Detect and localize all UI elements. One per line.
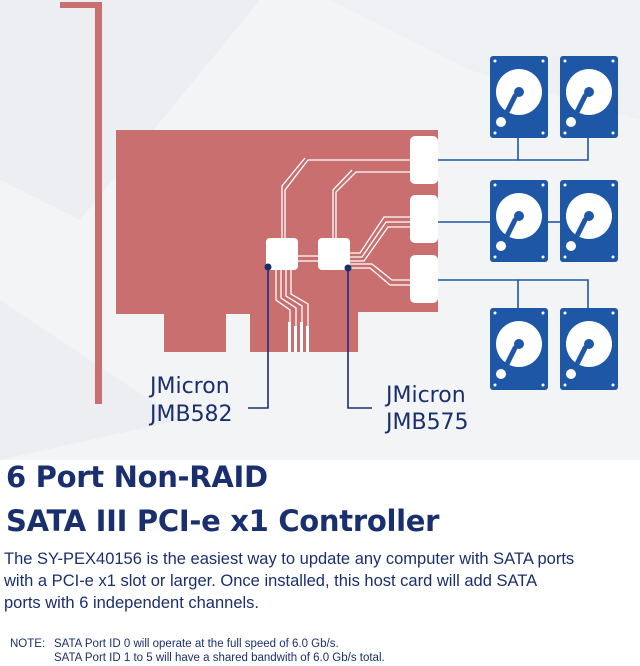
hard-drive-icon <box>490 180 548 262</box>
description-line: The SY-PEX40156 is the easiest way to up… <box>4 550 575 568</box>
hard-drive-icon <box>560 56 618 138</box>
title-line2: SATA III PCI-e x1 Controller <box>6 504 440 538</box>
drive-connectors <box>438 138 589 308</box>
description: The SY-PEX40156 is the easiest way to up… <box>4 548 640 614</box>
background-facet <box>0 300 180 460</box>
note-row: NOTE: SATA Port ID 0 will operate at the … <box>10 637 385 651</box>
hard-drive-icon <box>560 180 618 262</box>
chip1-label-line2: JMB582 <box>150 402 233 427</box>
chip-jmb582 <box>266 238 298 270</box>
chip2-label-line1: JMicron <box>386 383 466 408</box>
callout-dot <box>264 263 272 271</box>
background-facet <box>0 0 260 220</box>
gold-fingers <box>288 322 309 352</box>
chip1-label-line1: JMicron <box>150 374 230 399</box>
pci-bracket <box>60 2 102 404</box>
note-line: SATA Port ID 0 will operate at the full … <box>54 638 339 650</box>
description-line: with a PCI-e x1 slot or larger. Once ins… <box>4 572 538 590</box>
hard-drive-icon <box>560 308 618 390</box>
pcb-traces <box>275 157 412 350</box>
note-tag: NOTE: <box>10 638 46 650</box>
sata-port-icon <box>410 195 438 243</box>
hard-drive-icon <box>490 56 548 138</box>
chip-jmb575 <box>318 238 350 270</box>
hard-drive-icon <box>490 308 548 390</box>
card-diagram <box>0 0 640 460</box>
description-line: ports with 6 independent channels. <box>4 594 260 612</box>
note: NOTE: SATA Port ID 0 will operate at the … <box>10 637 385 665</box>
note-line: SATA Port ID 1 to 5 will have a shared b… <box>54 652 385 664</box>
sata-port-icon <box>410 136 438 184</box>
title-line1: 6 Port Non-RAID <box>6 460 268 494</box>
sata-ports <box>410 136 438 303</box>
callout-lines <box>248 267 372 409</box>
sata-port-icon <box>410 255 438 303</box>
note-row: SATA Port ID 1 to 5 will have a shared b… <box>10 651 385 665</box>
chip2-label-line2: JMB575 <box>386 410 469 435</box>
callout-dot <box>344 264 352 272</box>
